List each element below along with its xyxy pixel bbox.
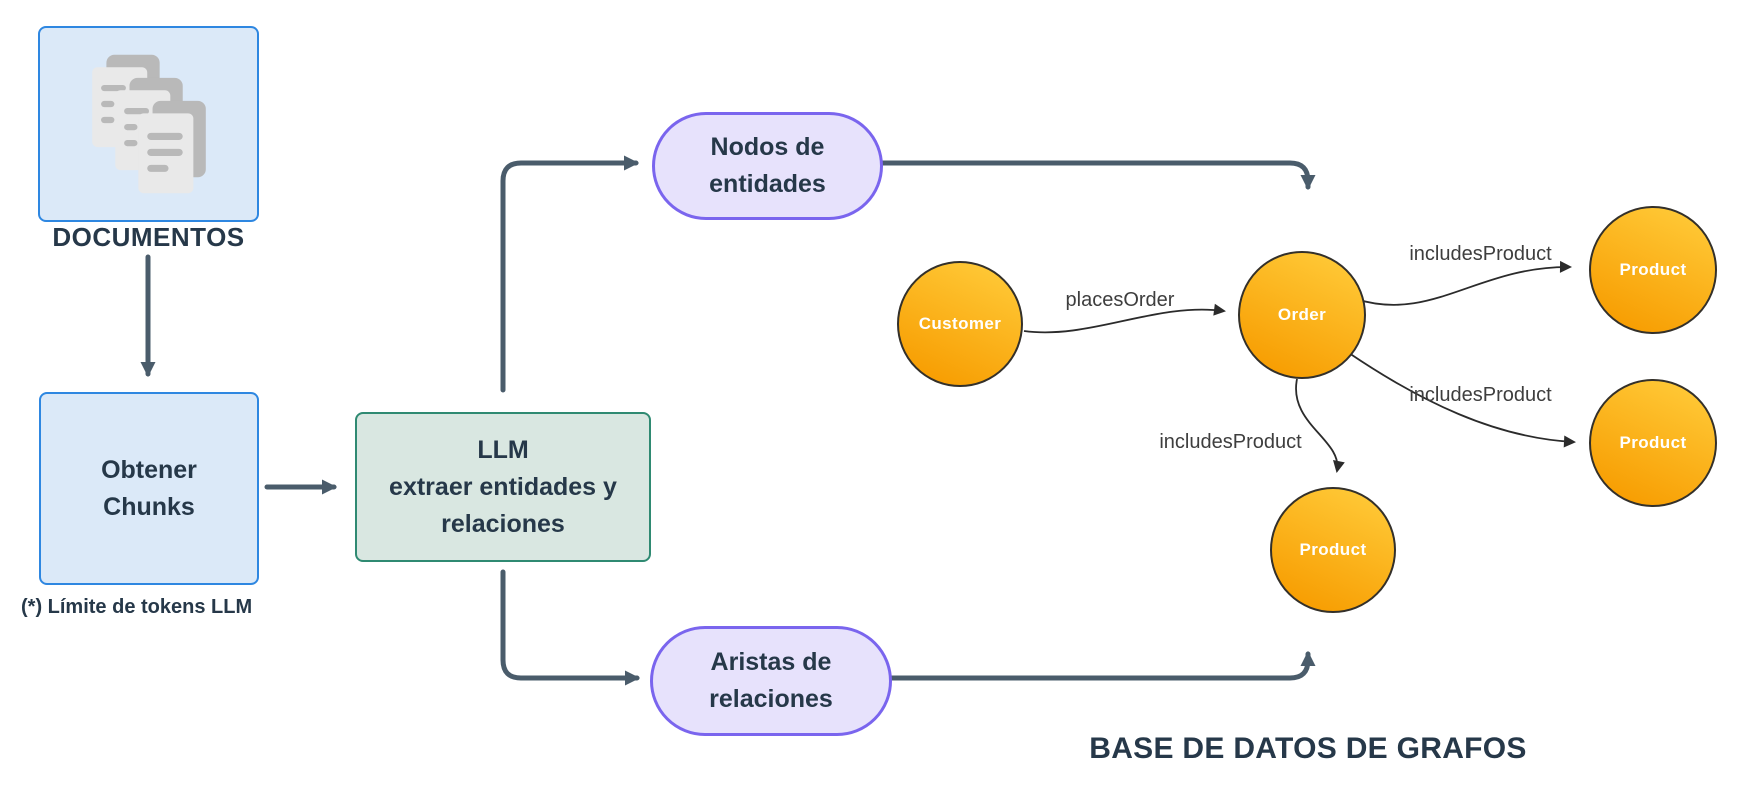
llm-label-line1: LLM (477, 435, 529, 464)
relation-edges-label-line2: relaciones (709, 685, 833, 713)
edge-label-includes-product-1: includesProduct (1409, 243, 1552, 265)
chunks-label-line1: Obtener (101, 455, 197, 484)
documents-label: DOCUMENTOS (52, 222, 245, 252)
arrow-nodes-pill-to-graph (880, 160, 1316, 190)
edge-order-product-2 (1348, 352, 1576, 448)
edge-label-includes-product-3: includesProduct (1159, 431, 1302, 453)
graph-node-customer: Customer (897, 261, 1023, 387)
edge-label-places-order: placesOrder (1065, 289, 1175, 311)
token-limit-note: (*) Límite de tokens LLM (21, 596, 253, 618)
graph-node-product-1-label: Product (1619, 260, 1687, 279)
chunks-box: Obtener Chunks (39, 392, 259, 585)
graph-node-order: Order (1238, 251, 1366, 379)
graph-node-order-label: Order (1277, 305, 1327, 324)
entity-nodes-label-line1: Nodos de (710, 133, 825, 161)
llm-box: LLM extraer entidades y relaciones (355, 412, 651, 562)
graph-node-product-1: Product (1589, 206, 1717, 334)
graph-node-product-3: Product (1270, 487, 1396, 613)
arrow-branch-to-nodes-pill (500, 155, 639, 393)
relation-edges-label-line1: Aristas de (710, 648, 832, 676)
llm-label-line3: relaciones (441, 509, 565, 538)
graph-node-product-2-label: Product (1619, 433, 1687, 452)
edge-order-product-3 (1295, 378, 1345, 473)
edge-label-includes-product-2: includesProduct (1409, 384, 1552, 406)
graph-node-product-3-label: Product (1299, 540, 1367, 559)
graph-db-title: BASE DE DATOS DE GRAFOS (1089, 732, 1527, 765)
graph-node-product-2: Product (1589, 379, 1717, 507)
relation-edges-pill: Aristas de relaciones (650, 626, 892, 736)
edge-customer-order (1023, 303, 1226, 334)
graph-node-customer-label: Customer (918, 314, 1002, 333)
chunks-label-line2: Chunks (103, 492, 195, 521)
edge-order-product-1 (1355, 260, 1572, 306)
arrow-edges-pill-to-graph (889, 651, 1316, 681)
documents-box (38, 26, 259, 222)
documents-icon (91, 54, 206, 194)
entity-nodes-pill: Nodos de entidades (652, 112, 883, 220)
arrow-branch-to-edges-pill (500, 569, 640, 686)
llm-label-line2: extraer entidades y (389, 472, 617, 501)
entity-nodes-label-line2: entidades (709, 170, 826, 198)
